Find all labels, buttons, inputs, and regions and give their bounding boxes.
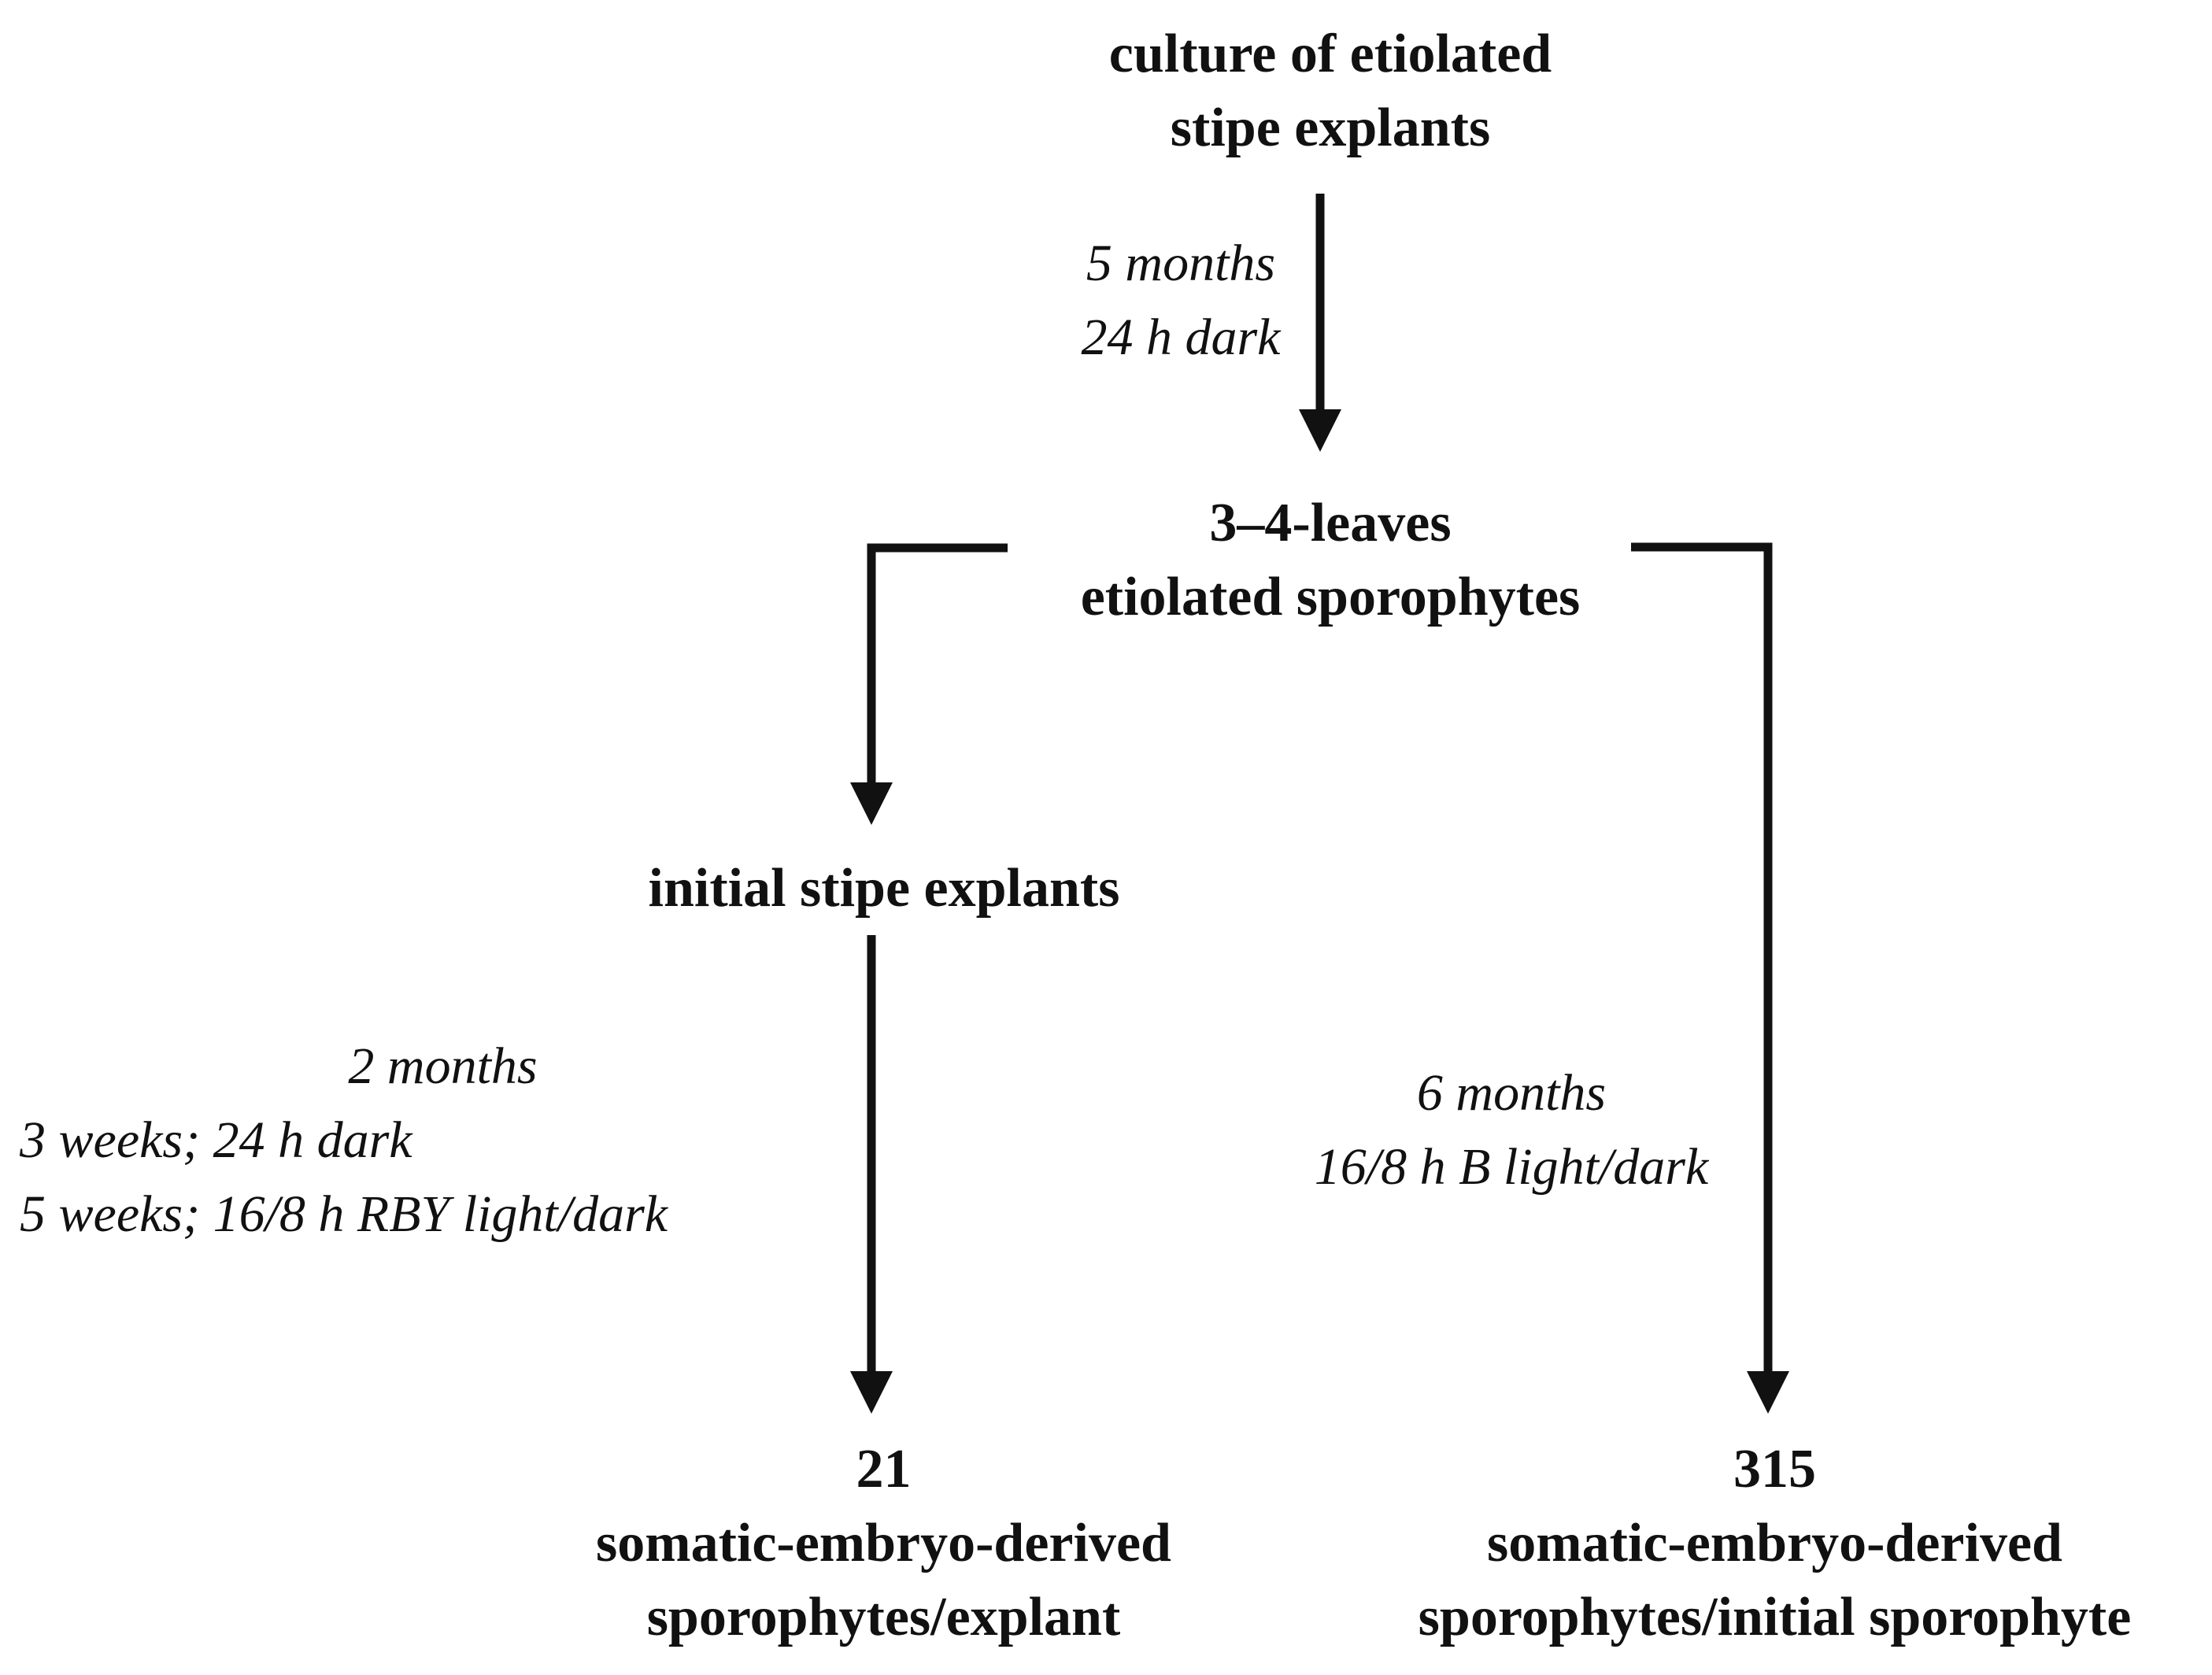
arrow-sporophytes-to-initial-explants-head (850, 782, 893, 825)
node-culture: culture of etiolated stipe explants (897, 17, 1763, 165)
edge-label-right-line2: 16/8 h B light/dark (1314, 1138, 1709, 1196)
node-sporophytes: 3–4-leaves etiolated sporophytes (897, 486, 1763, 634)
edge-label-right-line1: 6 months (1416, 1064, 1607, 1122)
arrow-sporophytes-to-result-right-head (1747, 1371, 1789, 1414)
node-initial-explants-label: initial stipe explants (648, 858, 1120, 919)
arrow-initial-explants-to-result-left-head (850, 1371, 893, 1414)
arrow-culture-to-sporophytes (1299, 194, 1341, 452)
arrow-sporophytes-to-result-right-shaft (1631, 542, 1773, 1373)
node-sporophytes-line2: etiolated sporophytes (1080, 567, 1581, 627)
edge-label-culture-to-sporophytes: 5 months 24 h dark (937, 227, 1425, 375)
arrow-culture-to-sporophytes-head (1299, 409, 1341, 452)
result-left-line2: sporophytes/explant (646, 1587, 1121, 1647)
result-left: 21 somatic-embryo-derived sporophytes/ex… (449, 1433, 1319, 1655)
arrow-sporophytes-to-result-right (1631, 542, 1789, 1414)
arrow-sporophytes-to-initial-explants (850, 543, 1008, 825)
edge-label-culture-line2: 24 h dark (1081, 309, 1281, 366)
arrow-sporophytes-to-initial-explants-shaft (867, 543, 1008, 784)
node-initial-explants: initial stipe explants (490, 852, 1278, 926)
edge-label-left-line3: 5 weeks; 16/8 h RBY light/dark (20, 1185, 668, 1243)
result-right: 315 somatic-embryo-derived sporophytes/i… (1340, 1433, 2210, 1655)
arrow-initial-explants-to-result-left (850, 935, 893, 1414)
node-culture-line1: culture of etiolated (1108, 24, 1552, 84)
result-right-line2: sporophytes/initial sporophyte (1418, 1587, 2132, 1647)
result-right-line1: somatic-embryo-derived (1487, 1513, 2062, 1573)
edge-label-sporophytes-to-result: 6 months 16/8 h B light/dark (1173, 1056, 1850, 1204)
result-left-line1: somatic-embryo-derived (596, 1513, 1171, 1573)
edge-label-culture-line1: 5 months (1086, 235, 1276, 292)
node-culture-line2: stipe explants (1170, 98, 1491, 158)
edge-label-left-line2: 3 weeks; 24 h dark (20, 1111, 412, 1169)
edge-label-initial-explants-to-result: 2 months 3 weeks; 24 h dark 5 weeks; 16/… (20, 1030, 866, 1252)
edge-label-left-line1: 2 months (348, 1037, 538, 1095)
result-left-count: 21 (856, 1439, 912, 1499)
result-right-count: 315 (1733, 1439, 1816, 1499)
node-sporophytes-line1: 3–4-leaves (1209, 493, 1452, 553)
